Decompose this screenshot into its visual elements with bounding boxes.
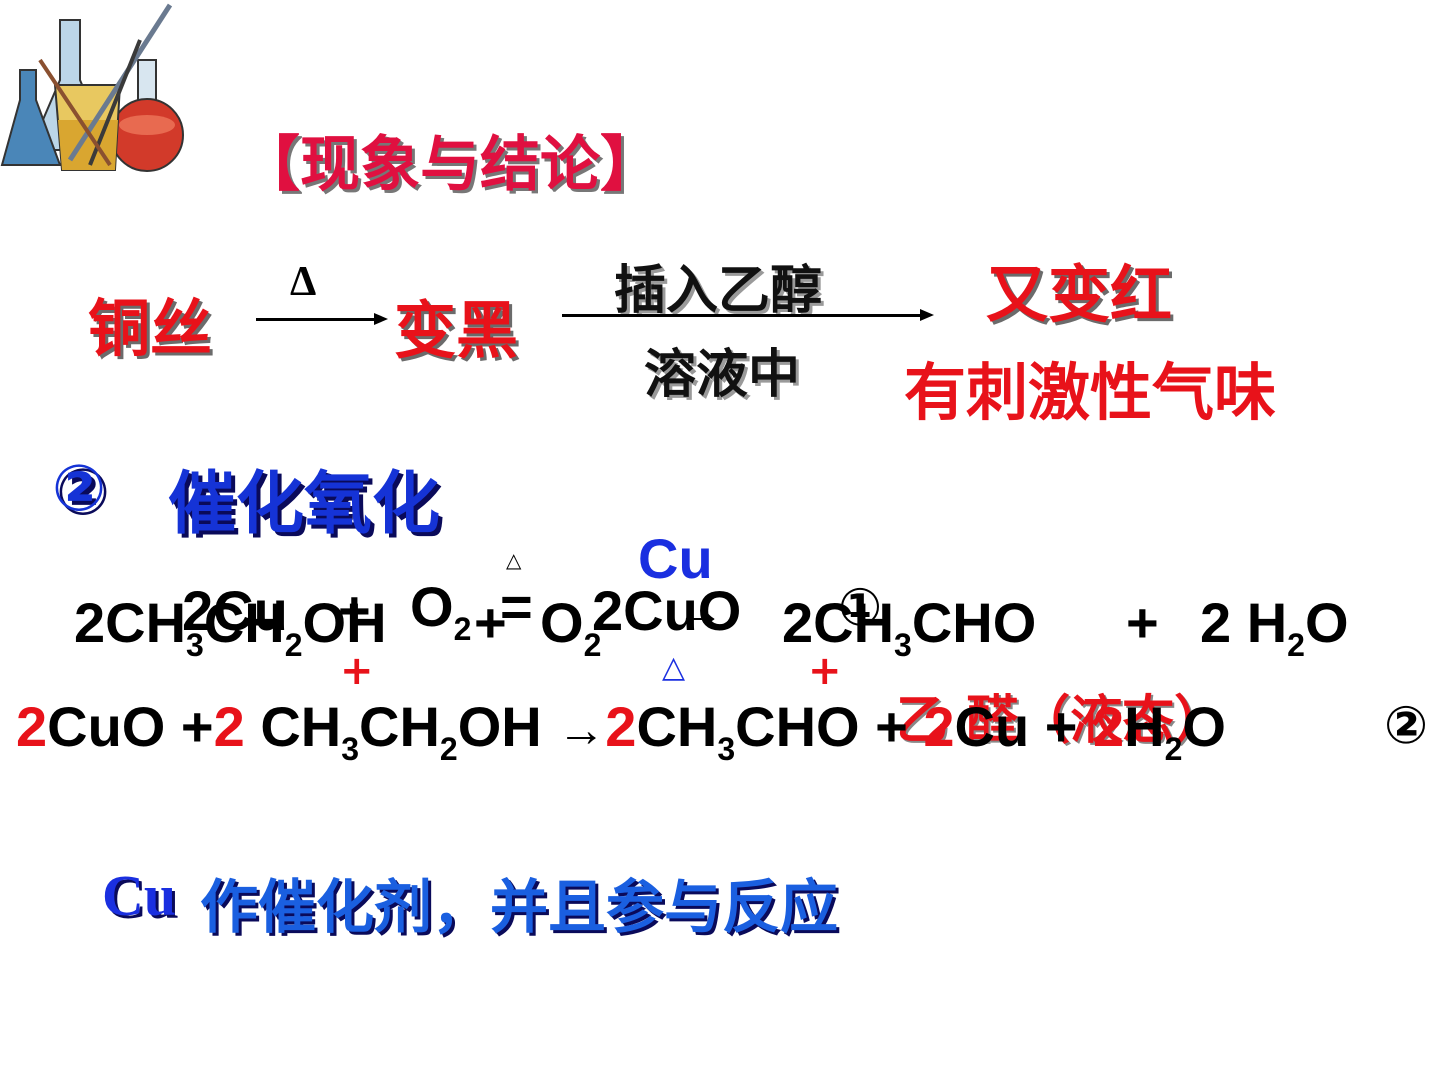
ald-ch: CH [813,591,895,654]
overall-arrow: → [676,585,724,638]
step2-coef2: 2 [213,695,245,758]
step1-o: O [410,575,454,638]
overall-plus-1: + [474,591,507,654]
step2-ch: CH [359,695,440,758]
coef-ethanol: 2 [74,591,106,654]
page-title: 【现象与结论】 [240,130,660,200]
ethanol-ch2: CH [203,591,285,654]
heat-triangle-small: △ [506,548,522,572]
ald-cho: CHO [911,591,1037,654]
step2-ald: CH [636,695,718,758]
ethanol-arrow-head [920,309,934,321]
turns-black-label: 变黑 [394,294,519,367]
ethanol-oh: OH [302,591,387,654]
step2-equation: 2CuO +2 CH3CH2OH →2CH3CHO + 2Cu + 2H2O [16,694,1226,765]
step2-cuo: CuO + [47,695,214,758]
water-h: 2 H [1200,591,1288,654]
plus-mark-1: + [340,648,374,694]
step2-arrow: → [557,704,606,757]
step2-coef1: 2 [16,695,48,758]
coef-acetaldehyde: 2 [782,591,814,654]
plus-mark-2: + [808,648,842,694]
water-o: O [1304,591,1349,654]
step2-coef3: 2 [605,695,637,758]
ethanol-ch: CH [105,591,187,654]
step1-equals: = [500,575,533,638]
step2-coef5: 2 [1093,695,1125,758]
step2-sub2: 2 [439,731,458,767]
section-title: 催化氧化 [168,465,441,544]
overall-water: 2 H2O [1200,590,1349,661]
step2-o: O [1182,695,1226,758]
water-sub: 2 [1287,627,1305,663]
o2-o: O [540,591,584,654]
ethanol-sub1: 3 [186,627,204,663]
ald-sub: 3 [894,627,912,663]
insert-ethanol-label: 插入乙醇 [614,261,823,321]
step2-h: H [1124,695,1165,758]
step2-oh: OH [457,695,558,758]
section-marker: ② [52,452,107,526]
ethanol-arrow [562,314,922,317]
step2-h-sub: 2 [1164,731,1183,767]
step2-heat-triangle: △ [662,650,686,685]
step1-plus: + [338,579,371,642]
step2-ald-sub: 3 [717,731,736,767]
heat-arrow [256,318,376,321]
heat-symbol: Δ [290,259,317,305]
heat-arrow-head [374,313,388,325]
conclusion-text: 作催化剂，并且参与反应 [200,873,839,941]
ethanol-sub2: 2 [284,627,303,663]
step2-marker: ② [1384,696,1429,756]
overall-plus-2: + [1126,591,1159,654]
step1-marker: ① [838,578,883,638]
catalyst-cu-label: Cu [638,527,713,590]
aldehyde-label: 乙 醛（液态） [896,691,1227,751]
o2-sub: 2 [583,627,602,663]
step1-o2: O2 [410,574,471,645]
step2-coef4: 2 [923,695,955,758]
step2-ethanol: CH [244,695,342,758]
pungent-odor-label: 有刺激性气味 [904,356,1277,429]
copper-wire-label: 铜丝 [88,292,213,365]
step1-cuo: 2CuO [592,579,742,642]
turns-red-again-label: 又变红 [986,258,1173,331]
overall-equation: 2CH3CH2OH [74,590,387,661]
step1-cu: 2Cu [182,579,288,642]
step2-ald-end: CHO + [735,695,924,758]
step1-o-sub: 2 [453,611,472,647]
overall-o2: O2 [540,590,601,661]
overall-acetaldehyde: 2CH3CHO [782,590,1037,661]
conclusion-cu: Cu [102,863,177,928]
lab-flasks-icon [0,0,190,180]
step2-cu: Cu + [954,695,1094,758]
solution-label: 溶液中 [644,345,801,405]
step2-sub1: 3 [341,731,360,767]
